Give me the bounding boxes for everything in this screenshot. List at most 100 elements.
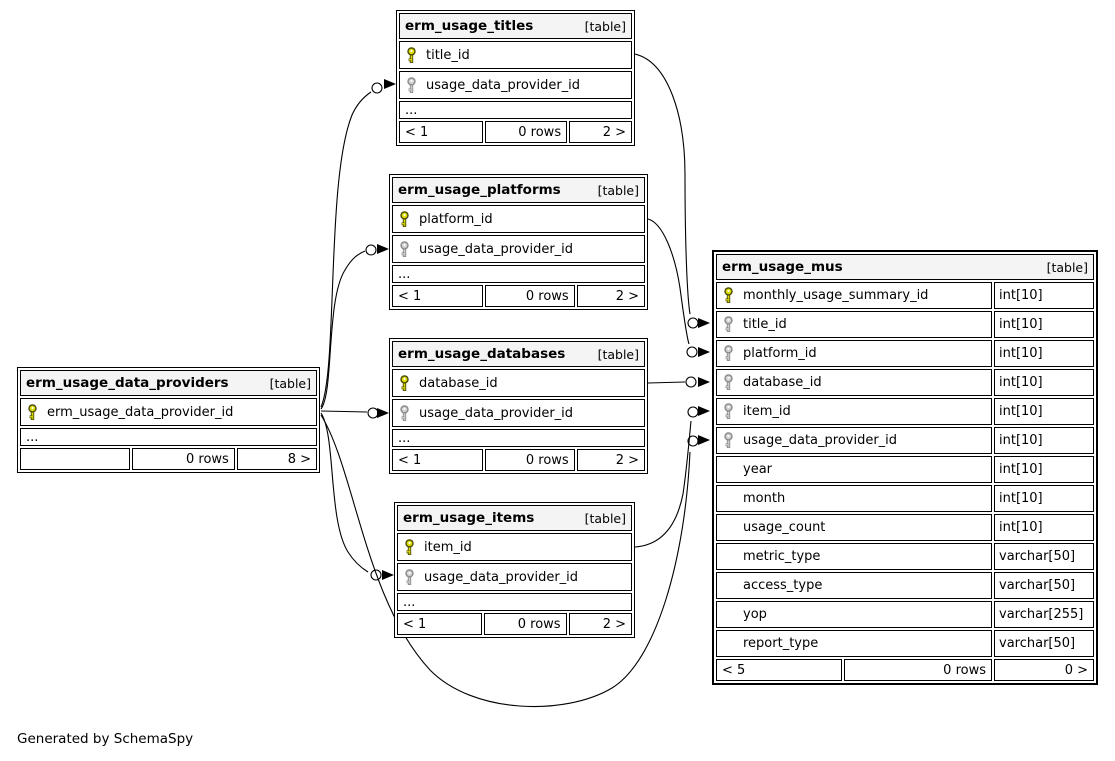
entity-title: erm_usage_data_providers [26,375,229,391]
column-name-cell: item_id [716,398,992,425]
ellipsis-row: ... [392,429,645,447]
footer-parent-count: < 1 [399,121,483,143]
column-name: year [743,462,773,477]
column-name-cell: usage_data_provider_id [716,427,992,454]
connector-providers-to-databases [320,407,389,419]
entity-tag: [table] [597,182,639,198]
no-key-spacer [723,585,743,586]
entity-tag: [table] [584,510,626,526]
column-row: usage_data_provider_id [399,71,632,99]
entity-erm_usage_items[interactable]: erm_usage_items [table] item_id usage_data_… [394,502,635,638]
entity-erm_usage_mus[interactable]: erm_usage_mus [table] monthly_usage_summar… [712,250,1098,685]
column-name: database_id [419,375,498,391]
column-name-cell: title_id [716,311,992,338]
column-type: int[10] [994,485,1094,512]
foreign-key-icon [724,403,733,419]
column-type: varchar[50] [994,572,1094,599]
footer-parent-count: < 1 [392,449,484,471]
column-name-cell: month [716,485,992,512]
ellipsis-cell: ... [399,101,632,119]
column-type: varchar[255] [994,601,1094,628]
entity-title: erm_usage_mus [722,259,843,275]
footer-parent-count [20,448,130,470]
footer-parent-count: < 5 [716,659,842,681]
column-row: usage_data_provider_id [397,563,632,591]
column-type: varchar[50] [994,543,1094,570]
ellipsis-cell: ... [392,265,645,283]
primary-key-icon [407,46,416,63]
column-name: usage_data_provider_id [419,241,574,257]
column-name: usage_data_provider_id [424,569,579,585]
column-type: int[10] [994,456,1094,483]
column-name-cell: item_id [397,533,632,561]
entity-tag: [table] [1046,259,1088,275]
column-name-cell: platform_id [392,205,645,233]
column-name: metric_type [743,549,821,564]
column-type: int[10] [994,427,1094,454]
connector-providers-to-titles [320,79,396,408]
column-name: erm_usage_data_provider_id [47,404,234,420]
foreign-key-icon [724,432,733,448]
column-name: database_id [743,375,822,390]
column-name: item_id [743,404,791,419]
column-type: int[10] [994,369,1094,396]
column-name: access_type [743,578,823,593]
column-name: report_type [743,636,819,651]
generator-credit: Generated by SchemaSpy [17,731,194,747]
primary-key-icon [405,538,414,555]
column-row: access_type varchar[50] [716,572,1094,599]
column-name: platform_id [743,346,817,361]
column-name: platform_id [419,211,493,227]
column-name-cell: database_id [392,369,645,397]
entity-title: erm_usage_platforms [398,182,561,198]
no-key-spacer [723,527,743,528]
column-name: usage_data_provider_id [426,77,581,93]
footer-row-count: 0 rows [484,121,568,143]
column-name: title_id [743,317,787,332]
column-name-cell: platform_id [716,340,992,367]
footer-row-count: 0 rows [485,449,575,471]
ellipsis-row: ... [20,428,317,446]
column-name-cell: metric_type [716,543,992,570]
ellipsis-cell: ... [20,428,317,446]
entity-erm_usage_data_providers[interactable]: erm_usage_data_providers[table]erm_usage… [17,367,320,473]
entity-header: erm_usage_titles[table] [399,13,632,39]
column-name-cell: usage_data_provider_id [392,235,645,263]
column-name: month [743,491,786,506]
entity-title: erm_usage_items [403,510,535,526]
column-row: usage_data_provider_id [392,399,645,427]
column-type: int[10] [994,398,1094,425]
ellipsis-cell: ... [392,429,645,447]
column-name-cell: usage_data_provider_id [399,71,632,99]
column-name-cell: yop [716,601,992,628]
entity-header: erm_usage_platforms [table] [392,177,645,203]
ellipsis-row: ... [399,101,632,119]
footer-row-count: 0 rows [483,613,567,635]
entity-tag: [table] [597,346,639,362]
connector-providers-to-platforms [320,244,389,410]
column-row: month int[10] [716,485,1094,512]
ellipsis-row: ... [392,265,645,283]
column-name-cell: usage_count [716,514,992,541]
primary-key-icon [400,374,409,391]
column-row: erm_usage_data_provider_id [20,398,317,426]
foreign-key-icon [400,240,409,257]
ellipsis-row: ... [397,593,632,611]
ellipsis-cell: ... [397,593,632,611]
column-name-cell: usage_data_provider_id [397,563,632,591]
footer-parent-count: < 1 [392,285,484,307]
foreign-key-icon [405,568,414,585]
column-name: usage_count [743,520,826,535]
footer-row-count: 0 rows [485,285,575,307]
